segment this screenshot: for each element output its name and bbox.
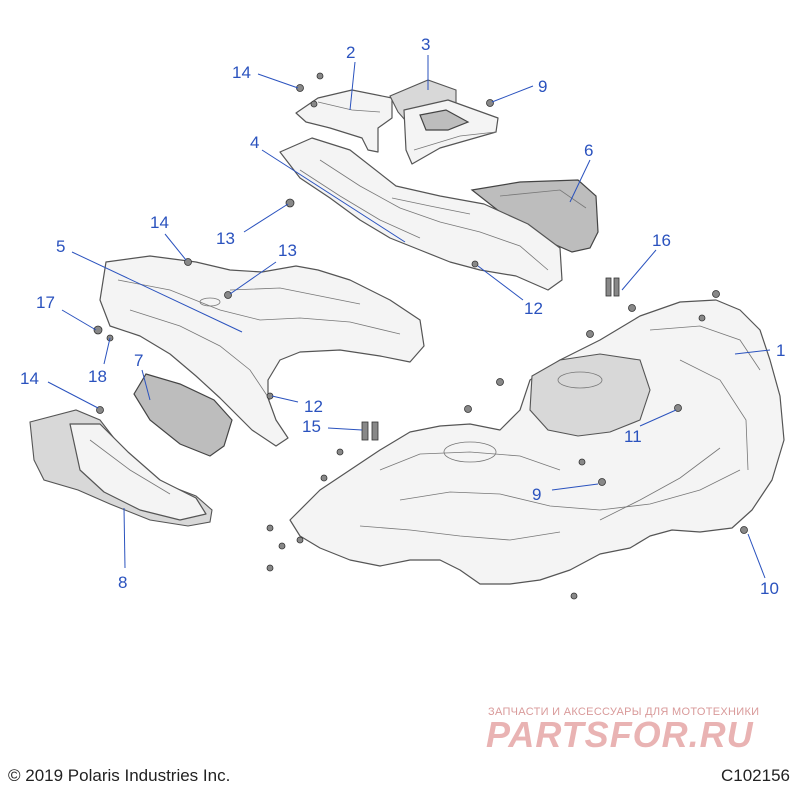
callout-5: 5	[56, 237, 65, 256]
callout-14c: 14	[20, 369, 39, 388]
callout-13b: 13	[278, 241, 297, 260]
callout-14a: 14	[232, 63, 251, 82]
part-3-console-pod	[389, 79, 499, 165]
diagram-code: C102156	[720, 766, 790, 785]
part-1-front-body	[289, 299, 785, 585]
callout-4: 4	[250, 133, 259, 152]
callout-8: 8	[118, 573, 127, 592]
callout-11: 11	[624, 427, 642, 446]
callouts: 1 2 3 4 5 6 7 8 9 9 10 11 12 12 13 13 14…	[20, 35, 785, 598]
callout-10: 10	[760, 579, 779, 598]
watermark-tagline: ЗАПЧАСТИ И АКСЕССУАРЫ ДЛЯ МОТОТЕХНИКИ	[488, 706, 760, 718]
callout-17: 17	[36, 293, 55, 312]
callout-18: 18	[88, 367, 107, 386]
part-8-side-fender	[29, 409, 213, 527]
callout-12b: 12	[304, 397, 323, 416]
watermark-logo: PARTSFOR.RU	[486, 714, 754, 755]
part-7-small-panel	[133, 373, 233, 457]
callout-15: 15	[302, 417, 321, 436]
callout-3: 3	[421, 35, 430, 54]
part-4-rear-fender	[279, 137, 563, 291]
callout-13a: 13	[216, 229, 235, 248]
callout-6: 6	[584, 141, 593, 160]
copyright-text: © 2019 Polaris Industries Inc.	[8, 766, 231, 785]
callout-2: 2	[346, 43, 355, 62]
callout-7: 7	[134, 351, 143, 370]
part-2-bracket	[295, 89, 393, 153]
callout-1: 1	[776, 341, 785, 360]
callout-14b: 14	[150, 213, 169, 232]
callout-9a: 9	[538, 77, 547, 96]
leader-lines	[47, 55, 771, 579]
callout-16: 16	[652, 231, 671, 250]
callout-9b: 9	[532, 485, 541, 504]
callout-12a: 12	[524, 299, 543, 318]
fasteners	[93, 72, 748, 600]
